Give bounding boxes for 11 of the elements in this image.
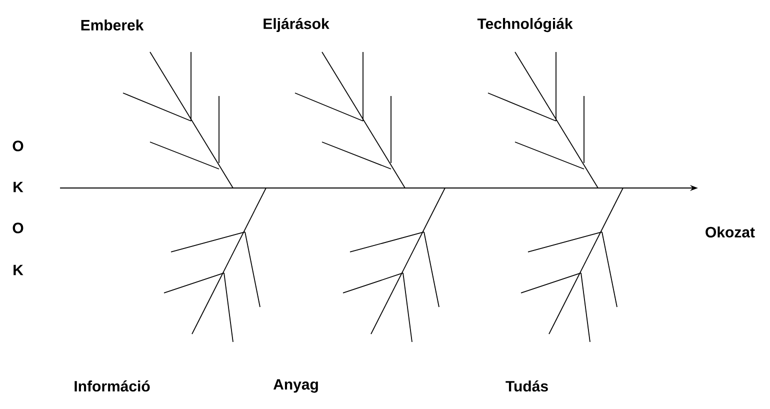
label: O [12, 222, 24, 234]
label: K [14, 182, 24, 192]
label: Emberek [81, 19, 144, 30]
label: Információ [74, 380, 150, 392]
label: O [12, 140, 24, 152]
label: K [14, 264, 24, 276]
label: Technológiák [477, 18, 573, 32]
label: Anyag [273, 379, 318, 393]
label: Eljárások [264, 18, 330, 32]
label: Tudás [506, 380, 548, 392]
label: Okozat [706, 226, 755, 238]
